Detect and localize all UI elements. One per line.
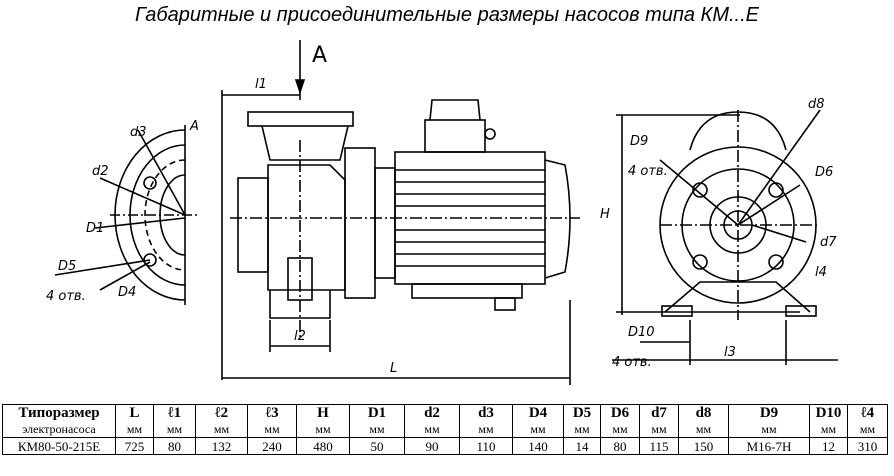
- table-header-cell: ℓ2: [195, 404, 248, 421]
- table-unit-cell: мм: [847, 421, 888, 438]
- label-D5: D5: [58, 259, 76, 274]
- table-header-cell: d3: [459, 404, 513, 421]
- table-units-row: электронасоса мм мм мм мм мм мм мм мм мм…: [2, 421, 888, 438]
- table-cell: 150: [678, 437, 729, 455]
- label-d3: d3: [130, 125, 147, 140]
- label-otv-right-top: 4 отв.: [628, 164, 668, 179]
- label-l1: l1: [255, 77, 267, 92]
- table-header-cell: ℓ1: [153, 404, 196, 421]
- label-L: L: [390, 361, 397, 376]
- dimension-table: Типоразмер L ℓ1 ℓ2 ℓ3 H D1 d2 d3 D4 D5 D…: [2, 404, 888, 455]
- label-D9: D9: [630, 134, 648, 149]
- label-l2: l2: [294, 329, 306, 344]
- label-a-side: А: [189, 119, 199, 134]
- table-header-cell: Типоразмер: [2, 404, 116, 421]
- table-cell: 14: [563, 437, 601, 455]
- table-cell: 140: [512, 437, 564, 455]
- table-cell: 725: [115, 437, 154, 455]
- table-cell: 310: [847, 437, 888, 455]
- label-d2: d2: [92, 164, 109, 179]
- table-unit-cell: мм: [563, 421, 601, 438]
- table-header-cell: электронасоса: [2, 421, 116, 438]
- table-unit-cell: мм: [349, 421, 405, 438]
- table-header-cell: d7: [639, 404, 679, 421]
- label-d7: d7: [820, 235, 837, 250]
- table-cell: 115: [639, 437, 679, 455]
- table-header-cell: D4: [512, 404, 564, 421]
- label-l3: l3: [724, 345, 736, 360]
- table-header-cell: D9: [728, 404, 810, 421]
- table-cell: 12: [809, 437, 848, 455]
- label-D10: D10: [628, 325, 655, 340]
- table-unit-cell: мм: [512, 421, 564, 438]
- table-header-cell: D10: [809, 404, 848, 421]
- table-cell: 80: [600, 437, 640, 455]
- table-unit-cell: мм: [115, 421, 154, 438]
- table-unit-cell: мм: [678, 421, 729, 438]
- table-unit-cell: мм: [728, 421, 810, 438]
- label-otv-right-bottom: 4 отв.: [612, 355, 652, 370]
- pump-drawing: d3 d2 D1 D5 4 отв. D4 А: [46, 40, 838, 385]
- table-unit-cell: мм: [459, 421, 513, 438]
- label-D6: D6: [815, 165, 833, 180]
- table-cell: М16-7Н: [728, 437, 810, 455]
- pump-end-view: [612, 109, 838, 365]
- pump-side-view: [221, 40, 580, 385]
- view-label-a: А: [312, 43, 327, 68]
- table-cell: 480: [296, 437, 350, 455]
- table-header-cell: d2: [404, 404, 460, 421]
- table-unit-cell: мм: [296, 421, 350, 438]
- table-cell: 90: [404, 437, 460, 455]
- table-unit-cell: мм: [404, 421, 460, 438]
- label-l4: l4: [815, 265, 827, 280]
- table-header-cell: D1: [349, 404, 405, 421]
- table-unit-cell: мм: [247, 421, 297, 438]
- table-unit-cell: мм: [195, 421, 248, 438]
- table-cell: 240: [247, 437, 297, 455]
- table-header-cell: D5: [563, 404, 601, 421]
- label-d8: d8: [808, 97, 825, 112]
- table-cell: 132: [195, 437, 248, 455]
- label-D4: D4: [118, 285, 136, 300]
- table-header-cell: ℓ4: [847, 404, 888, 421]
- table-header-cell: ℓ3: [247, 404, 297, 421]
- label-H: H: [600, 207, 610, 222]
- drawing-title: Габаритные и присоединительные размеры н…: [134, 4, 759, 26]
- table-header-cell: d8: [678, 404, 729, 421]
- table-unit-cell: мм: [809, 421, 848, 438]
- table-header-cell: H: [296, 404, 350, 421]
- table-cell: КМ80-50-215Е: [2, 437, 116, 455]
- table-header-row: Типоразмер L ℓ1 ℓ2 ℓ3 H D1 d2 d3 D4 D5 D…: [2, 404, 888, 421]
- table-header-cell: D6: [600, 404, 640, 421]
- label-otv-left: 4 отв.: [46, 289, 86, 304]
- table-cell: 110: [459, 437, 513, 455]
- label-D1: D1: [86, 221, 104, 236]
- table-unit-cell: мм: [600, 421, 640, 438]
- table-cell: 80: [153, 437, 196, 455]
- table-unit-cell: мм: [639, 421, 679, 438]
- table-row: КМ80-50-215Е 725 80 132 240 480 50 90 11…: [2, 437, 888, 455]
- table-cell: 50: [349, 437, 405, 455]
- table-unit-cell: мм: [153, 421, 196, 438]
- flange-view-a: [54, 125, 200, 305]
- table-header-cell: L: [115, 404, 154, 421]
